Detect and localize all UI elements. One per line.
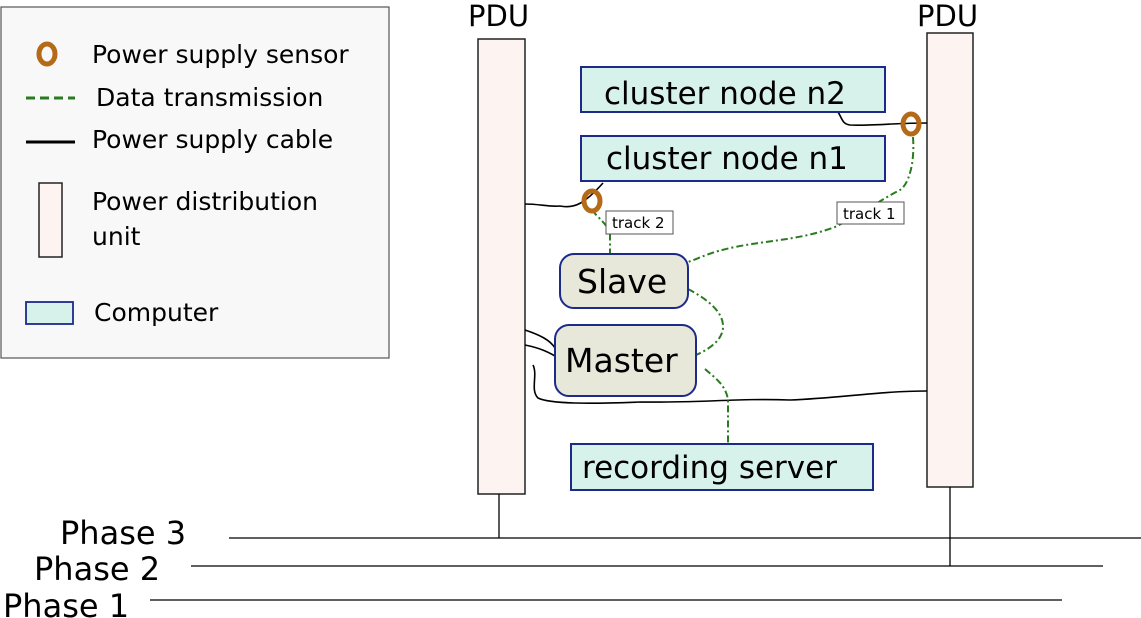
power-cable-recording — [532, 364, 928, 404]
power-cable-slave — [524, 329, 556, 349]
recording-server-label: recording server — [582, 450, 837, 486]
data-line-slave-master — [687, 288, 725, 356]
master-box[interactable] — [554, 324, 697, 397]
pdu-legend-icon — [38, 182, 63, 258]
phase-2-label: Phase 2 — [34, 550, 160, 588]
master-label: Master — [565, 341, 678, 380]
legend-label-data: Data transmission — [96, 83, 323, 112]
pdu-left-label: PDU — [468, 0, 529, 33]
legend-label-pdu-line2: unit — [92, 222, 141, 251]
cluster-node-n2-box[interactable] — [580, 66, 886, 113]
data-line-master-recording — [704, 368, 729, 444]
legend-box — [0, 6, 390, 359]
phase-3-label: Phase 3 — [60, 514, 186, 552]
pdu-right-box — [926, 32, 974, 488]
legend: Power supply sensor Data transmission Po… — [0, 6, 390, 359]
slave-box[interactable] — [559, 253, 689, 309]
power-supply-sensor-icon — [36, 41, 58, 67]
power-supply-sensor-icon — [900, 111, 922, 137]
data-line-track1 — [687, 136, 915, 263]
slave-label: Slave — [577, 262, 667, 301]
recording-server-box[interactable] — [570, 443, 874, 491]
legend-label-pdu-line1: Power distribution — [92, 187, 318, 216]
pdu-left-box — [477, 38, 526, 495]
track-1-label: track 1 — [843, 205, 896, 223]
track-2-label: track 2 — [612, 214, 665, 232]
track-1-box — [836, 201, 905, 225]
legend-label-sensor: Power supply sensor — [92, 40, 349, 69]
phase-1-label: Phase 1 — [3, 587, 129, 618]
track-2-box — [605, 210, 674, 235]
pdu-right-label: PDU — [917, 0, 978, 33]
legend-label-computer: Computer — [94, 298, 219, 327]
cluster-node-n1-label: cluster node n1 — [606, 141, 848, 177]
cluster-node-n1-box[interactable] — [580, 135, 886, 182]
computer-legend-icon — [25, 301, 74, 325]
power-supply-sensor-icon — [581, 188, 603, 214]
power-cable-n1 — [524, 182, 604, 208]
power-cable-master — [524, 344, 556, 357]
cluster-node-n2-label: cluster node n2 — [604, 76, 846, 112]
legend-label-cable: Power supply cable — [92, 125, 333, 154]
